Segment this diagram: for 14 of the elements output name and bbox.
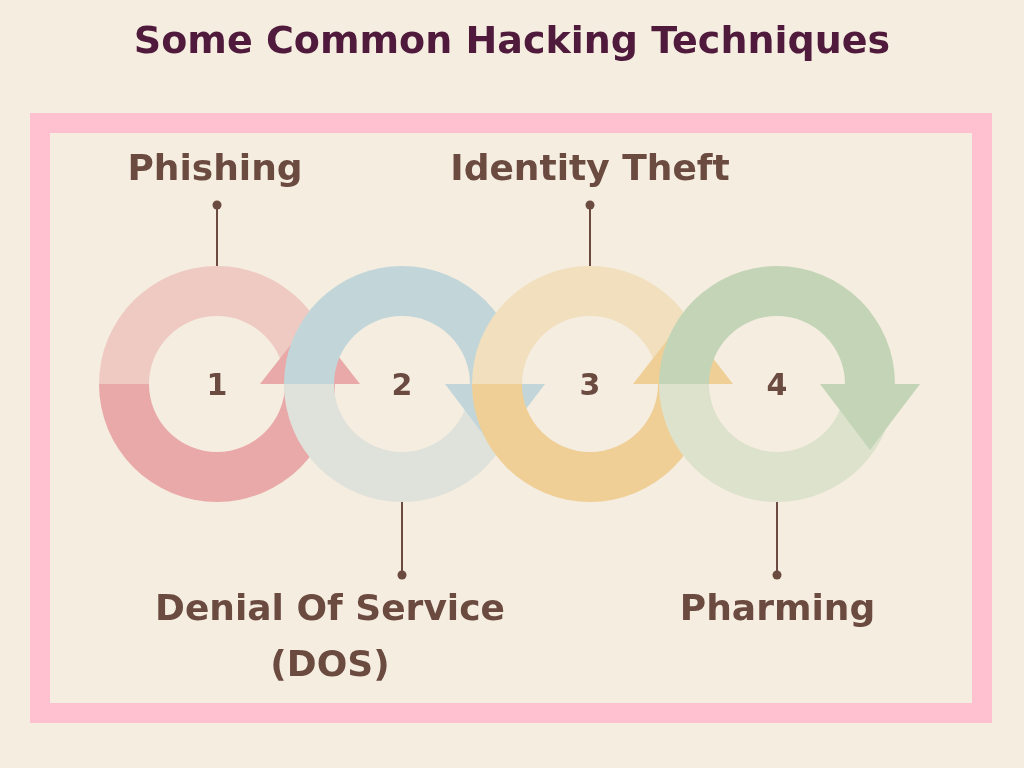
step-number: 2 xyxy=(391,366,413,402)
technique-label: Phishing xyxy=(110,140,320,200)
leader-line xyxy=(772,501,782,580)
step-number: 4 xyxy=(766,366,788,402)
step-ring xyxy=(659,266,922,502)
step-number: 3 xyxy=(579,366,601,402)
technique-label: Pharming xyxy=(670,580,885,636)
leader-line xyxy=(585,200,595,267)
title: Some Common Hacking Techniques xyxy=(133,18,891,62)
step-number: 1 xyxy=(206,366,228,402)
technique-label: Identity Theft xyxy=(440,140,740,200)
leader-line xyxy=(212,200,222,267)
leader-line xyxy=(397,501,407,580)
technique-label: Denial Of Service (DOS) xyxy=(130,580,530,692)
